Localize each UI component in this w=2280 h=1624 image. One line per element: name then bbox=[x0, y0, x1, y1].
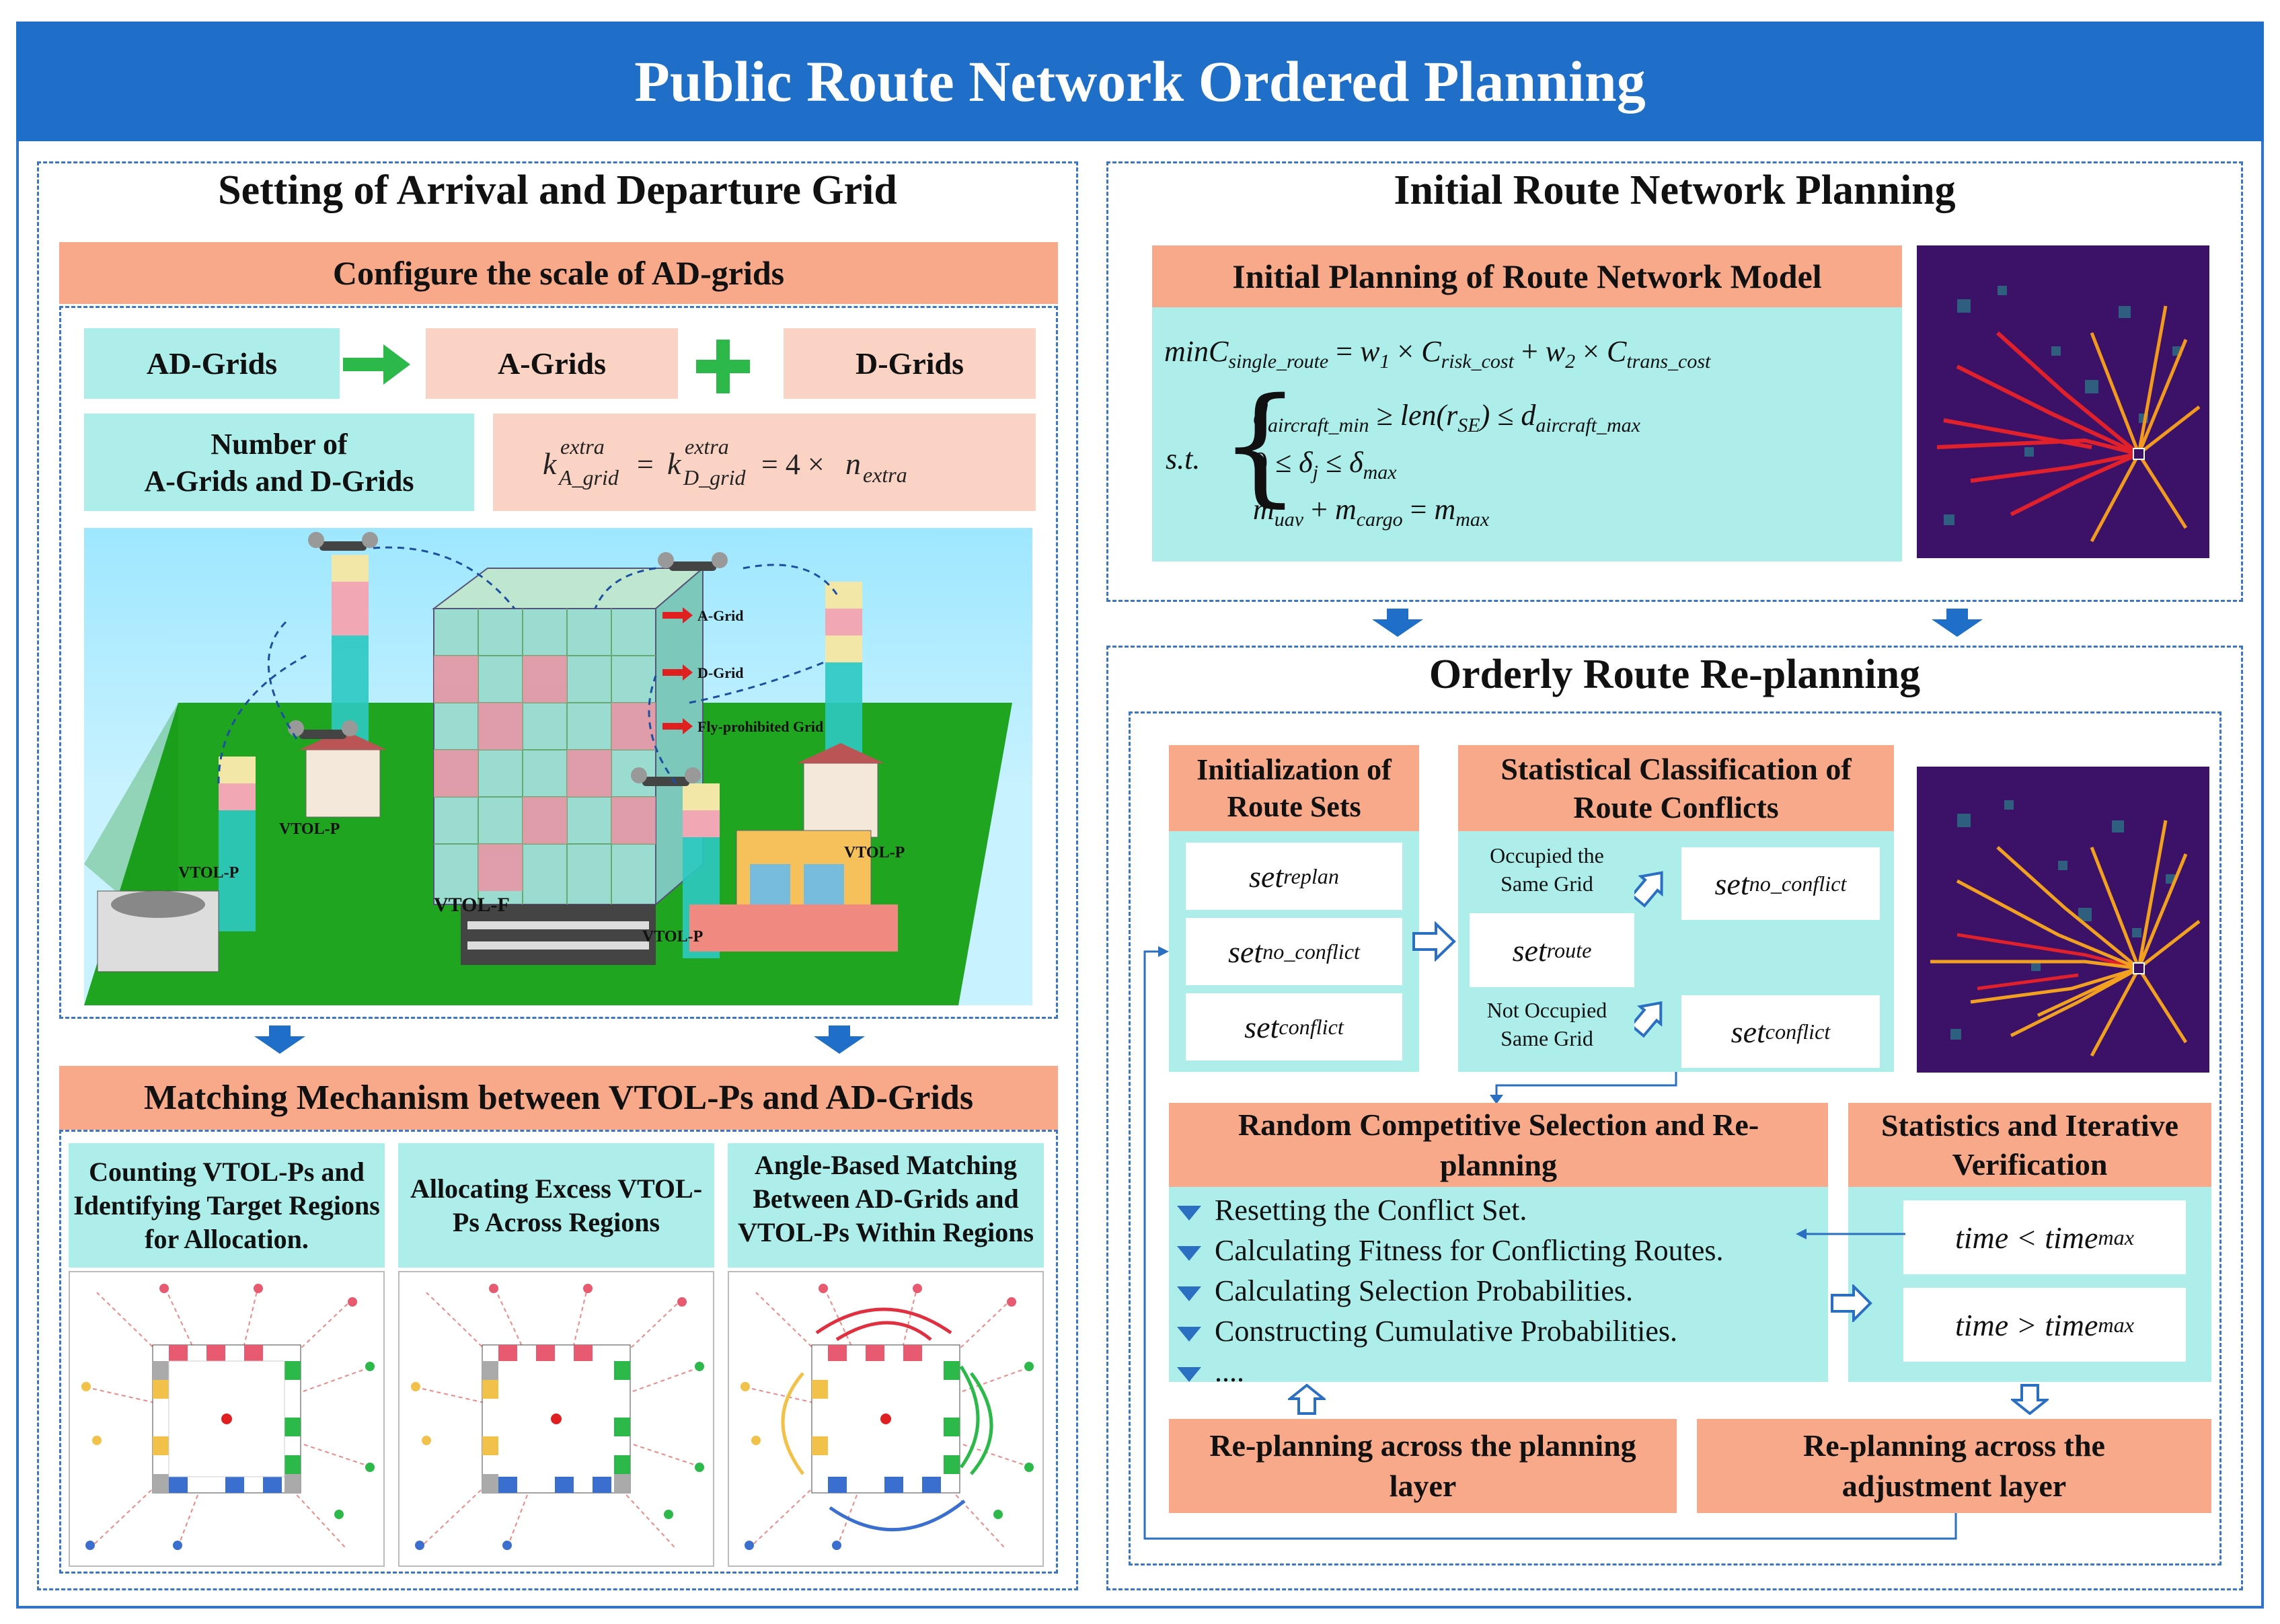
svg-text:k: k bbox=[543, 447, 558, 481]
illustration-svg: A-Grid D-Grid Fly-prohibited Grid bbox=[84, 532, 1012, 1005]
bullet-item-3: Calculating Selection Probabilities. bbox=[1177, 1271, 1823, 1311]
configure-box bbox=[59, 306, 1058, 1019]
matching-title: Matching Mechanism between VTOL-Ps and A… bbox=[59, 1066, 1058, 1130]
connector-arrow bbox=[1480, 1072, 1688, 1106]
route-heatmap-initial bbox=[1917, 245, 2209, 558]
replan-planning-layer: Re-planning across the planning layer bbox=[1169, 1419, 1677, 1513]
model-box: minCsingle_route = w1 × Crisk_cost + w2 … bbox=[1152, 307, 1902, 562]
svg-text:n: n bbox=[845, 447, 861, 481]
bullet-icon bbox=[1177, 1366, 1201, 1382]
bullet-item-1: Resetting the Conflict Set. bbox=[1177, 1190, 1823, 1231]
route-heatmap-replanned bbox=[1917, 767, 2209, 1073]
random-title: Random Competitive Selection and Re-plan… bbox=[1169, 1103, 1828, 1187]
panel-1-diagram bbox=[69, 1271, 385, 1567]
svg-text:{: { bbox=[1219, 371, 1301, 519]
random-box bbox=[1169, 1187, 1828, 1382]
feedback-arrow-left bbox=[1794, 1224, 1909, 1244]
d-grids-box: D-Grids bbox=[784, 328, 1036, 399]
panel-3-title: Angle-Based Matching Between AD-Grids an… bbox=[728, 1143, 1044, 1268]
svg-text:extra: extra bbox=[560, 434, 605, 459]
svg-text:extra: extra bbox=[863, 463, 907, 487]
formula-extra: k extra A_grid = k extra D_grid = 4 × n … bbox=[493, 414, 1036, 511]
hollow-down-arrow-icon bbox=[2009, 1384, 2051, 1416]
plus-icon bbox=[696, 340, 750, 393]
formula-extra-svg: k extra A_grid = k extra D_grid = 4 × n … bbox=[543, 434, 907, 490]
svg-text:k: k bbox=[667, 447, 682, 481]
stat-class-title: Statistical Classification of Route Conf… bbox=[1458, 745, 1894, 831]
panel-3-diagram bbox=[728, 1271, 1044, 1567]
number-label: Number of A-Grids and D-Grids bbox=[84, 414, 474, 511]
down-arrow-left-1 bbox=[254, 1026, 305, 1054]
svg-text:daircraft_min ≥ len(rSE) ≤ dai: daircraft_min ≥ len(rSE) ≤ daircraft_max bbox=[1253, 399, 1641, 436]
label-fly-prohibited: Fly-prohibited Grid bbox=[697, 718, 823, 735]
hollow-right-arrow-icon-2 bbox=[1831, 1283, 1872, 1323]
stats-title: Statistics and Iterative Verification bbox=[1848, 1103, 2211, 1187]
feedback-loop-line bbox=[1137, 941, 1971, 1547]
bullet-item-4: Constructing Cumulative Probabilities. bbox=[1177, 1311, 1823, 1352]
left-section-title: Setting of Arrival and Departure Grid bbox=[218, 167, 897, 213]
bullet-icon bbox=[1177, 1286, 1201, 1301]
label-d-grid: D-Grid bbox=[697, 664, 743, 681]
hollow-right-arrow-icon bbox=[1412, 921, 1456, 962]
matching-box bbox=[59, 1130, 1058, 1574]
bullet-icon bbox=[1177, 1205, 1201, 1221]
init-sets-title: Initialization of Route Sets bbox=[1169, 745, 1419, 831]
svg-text:D_grid: D_grid bbox=[683, 465, 746, 490]
panel-2-diagram bbox=[398, 1271, 714, 1567]
hollow-up-arrow-icon bbox=[1286, 1383, 1328, 1415]
bullet-item-2: Calculating Fitness for Conflicting Rout… bbox=[1177, 1231, 1823, 1271]
svg-text:s.t.: s.t. bbox=[1166, 442, 1200, 475]
vtol-illustration: A-Grid D-Grid Fly-prohibited Grid bbox=[84, 528, 1032, 1005]
initial-section bbox=[1106, 161, 2243, 602]
bullet-icon bbox=[1177, 1245, 1201, 1261]
label-vtol-p-3: VTOL-P bbox=[178, 864, 239, 882]
label-vtol-p-2: VTOL-P bbox=[844, 844, 905, 861]
panel-1-title: Counting VTOL-Ps and Identifying Target … bbox=[69, 1143, 385, 1268]
down-arrow-right-1 bbox=[1372, 609, 1423, 637]
occupied-label: Occupied the Same Grid bbox=[1490, 843, 1604, 896]
svg-text:extra: extra bbox=[685, 434, 729, 459]
a-grids-box: A-Grids bbox=[426, 328, 678, 399]
model-formula-svg: minCsingle_route = w1 × Crisk_cost + w2 … bbox=[1164, 335, 1711, 531]
label-vtol-p-4: VTOL-P bbox=[642, 928, 703, 945]
model-title: Initial Planning of Route Network Model bbox=[1152, 245, 1902, 307]
label-a-grid: A-Grid bbox=[697, 607, 743, 624]
replan-adjust-layer: Re-planning across the adjustment layer bbox=[1697, 1419, 2211, 1513]
bullet-item-5: .... bbox=[1177, 1352, 1823, 1392]
down-arrow-left-2 bbox=[814, 1026, 865, 1054]
page-title: Public Route Network Ordered Planning bbox=[16, 22, 2264, 141]
svg-text:minCsingle_route = w1 × Crisk_: minCsingle_route = w1 × Crisk_cost + w2 … bbox=[1164, 335, 1711, 373]
svg-text:A_grid: A_grid bbox=[558, 465, 619, 490]
svg-text:= 4 ×: = 4 × bbox=[761, 448, 825, 481]
ad-grids-box: AD-Grids bbox=[84, 328, 340, 399]
replan-section bbox=[1106, 646, 2243, 1590]
configure-title: Configure the scale of AD-grids bbox=[59, 242, 1058, 304]
green-arrow-icon bbox=[343, 344, 410, 385]
label-vtol-f: VTOL-F bbox=[434, 894, 510, 916]
not-occupied-label: Not Occupied Same Grid bbox=[1486, 998, 1607, 1050]
left-section bbox=[37, 161, 1078, 1590]
random-bullets: Resetting the Conflict Set. Calculating … bbox=[1177, 1190, 1823, 1388]
down-arrow-right-2 bbox=[1932, 609, 1983, 637]
label-vtol-p-1: VTOL-P bbox=[279, 820, 340, 838]
initial-section-title: Initial Route Network Planning bbox=[1394, 167, 1956, 213]
bullet-icon bbox=[1177, 1326, 1201, 1342]
hollow-diag-up-arrow-icon bbox=[1630, 864, 1675, 911]
replan-section-title: Orderly Route Re-planning bbox=[1429, 652, 1921, 697]
svg-text:0 ≤ δj ≤ δmax: 0 ≤ δj ≤ δmax bbox=[1253, 446, 1397, 484]
panel-2-title: Allocating Excess VTOL-Ps Across Regions bbox=[398, 1143, 714, 1268]
replan-inner-box bbox=[1129, 711, 2221, 1565]
svg-text:=: = bbox=[637, 448, 654, 481]
